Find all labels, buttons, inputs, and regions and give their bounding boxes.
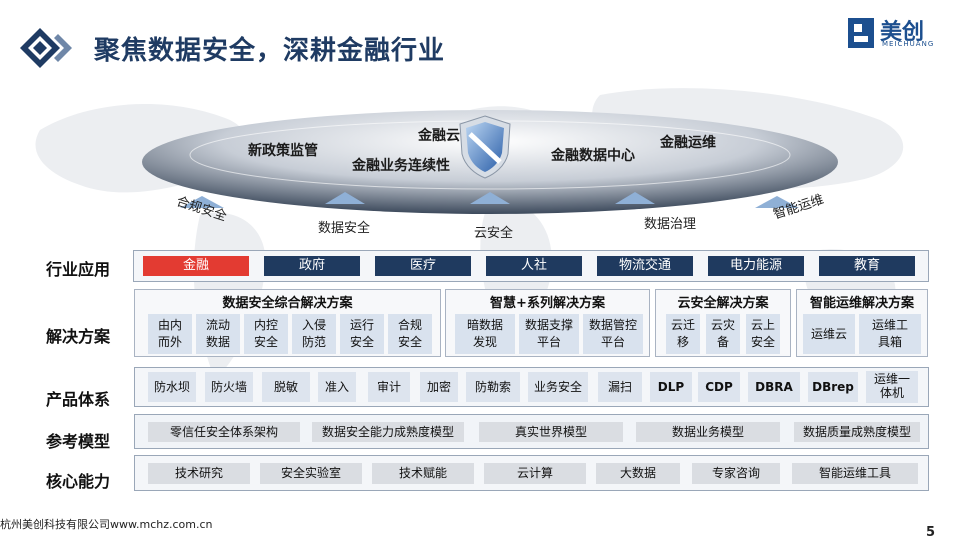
product-item[interactable]: 防水坝 — [148, 372, 196, 402]
solution-item[interactable]: 数据管控平台 — [583, 314, 643, 354]
solution-item[interactable]: 入侵防范 — [292, 314, 336, 354]
solution-group-title: 智能运维解决方案 — [809, 296, 914, 311]
industry-tag-energy[interactable]: 电力能源 — [708, 256, 804, 276]
ellipse-label-continuity: 金融业务连续性 — [352, 158, 450, 174]
solution-item[interactable]: 运行安全 — [340, 314, 384, 354]
solution-item[interactable]: 云迁移 — [666, 314, 700, 354]
row-label-industry: 行业应用 — [46, 260, 111, 279]
product-item[interactable]: 防火墙 — [205, 372, 253, 402]
shield-icon — [459, 115, 511, 179]
ellipse-label-policy: 新政策监管 — [248, 143, 318, 159]
footer-company: 杭州美创科技有限公司www.mchz.com.cn — [0, 518, 213, 531]
strategy-ellipse — [142, 110, 838, 214]
reference-item[interactable]: 数据业务模型 — [636, 422, 780, 442]
product-item[interactable]: DLP — [650, 372, 692, 402]
product-item[interactable]: 审计 — [368, 372, 410, 402]
reference-item[interactable]: 数据安全能力成熟度模型 — [312, 422, 464, 442]
product-item[interactable]: 防勒索 — [466, 372, 520, 402]
solution-item[interactable]: 数据支撑平台 — [519, 314, 579, 354]
brand-subtitle: MEICHUANG — [882, 40, 935, 48]
solution-item[interactable]: 运维云 — [803, 314, 855, 354]
ellipse-label-fincloud: 金融云 — [418, 128, 460, 144]
core-item[interactable]: 技术研究 — [148, 463, 250, 484]
product-item[interactable]: 漏扫 — [598, 372, 642, 402]
solution-group-title: 数据安全综合解决方案 — [222, 296, 353, 311]
solution-item[interactable]: 由内而外 — [148, 314, 192, 354]
product-item[interactable]: 加密 — [420, 372, 458, 402]
industry-tag-logistics[interactable]: 物流交通 — [597, 256, 693, 276]
core-item[interactable]: 智能运维工具 — [792, 463, 918, 484]
product-item[interactable]: 运维一体机 — [866, 371, 918, 403]
solution-group-smart: 智慧+系列解决方案 暗数据发现 数据支撑平台 数据管控平台 — [445, 289, 650, 357]
solution-item[interactable]: 内控安全 — [244, 314, 288, 354]
diamond-logo-icon — [20, 28, 72, 68]
page-number: 5 — [926, 525, 936, 540]
reference-item[interactable]: 真实世界模型 — [479, 422, 623, 442]
solution-item[interactable]: 运维工具箱 — [859, 314, 921, 354]
row-label-solution: 解决方案 — [46, 327, 111, 346]
arrow-label-cloudsec: 云安全 — [474, 226, 514, 241]
brand-logo: 美创 MEICHUANG — [846, 16, 946, 54]
industry-tag-finance[interactable]: 金融 — [143, 256, 249, 276]
solution-item[interactable]: 云灾备 — [706, 314, 740, 354]
industry-tag-medical[interactable]: 医疗 — [375, 256, 471, 276]
product-item[interactable]: 准入 — [318, 372, 356, 402]
brand-mark-icon — [848, 18, 874, 48]
solution-group-cloud: 云安全解决方案 云迁移 云灾备 云上安全 — [655, 289, 791, 357]
ellipse-label-ops: 金融运维 — [660, 135, 716, 151]
solution-item[interactable]: 云上安全 — [746, 314, 780, 354]
product-item[interactable]: 业务安全 — [528, 372, 588, 402]
industry-tag-government[interactable]: 政府 — [264, 256, 360, 276]
brand-name: 美创 — [880, 20, 925, 45]
industry-tag-education[interactable]: 教育 — [819, 256, 915, 276]
page-title: 聚焦数据安全，深耕金融行业 — [94, 36, 446, 66]
solution-item[interactable]: 合规安全 — [388, 314, 432, 354]
arrow-label-datasec: 数据安全 — [318, 221, 371, 236]
core-item[interactable]: 技术赋能 — [372, 463, 474, 484]
solution-item[interactable]: 暗数据发现 — [455, 314, 515, 354]
solution-group-ops: 智能运维解决方案 运维云 运维工具箱 — [796, 289, 928, 357]
solution-item[interactable]: 流动数据 — [196, 314, 240, 354]
solution-group-title: 云安全解决方案 — [677, 296, 769, 311]
solution-group-datasec: 数据安全综合解决方案 由内而外 流动数据 内控安全 入侵防范 运行安全 合规安全 — [134, 289, 441, 357]
product-item[interactable]: CDP — [698, 372, 740, 402]
core-item[interactable]: 专家咨询 — [692, 463, 780, 484]
row-label-product: 产品体系 — [46, 390, 111, 409]
row-label-core: 核心能力 — [46, 472, 111, 491]
product-item[interactable]: 脱敏 — [262, 372, 310, 402]
row-label-reference: 参考模型 — [46, 432, 111, 451]
reference-item[interactable]: 零信任安全体系架构 — [148, 422, 300, 442]
core-item[interactable]: 安全实验室 — [260, 463, 362, 484]
industry-tag-social[interactable]: 人社 — [486, 256, 582, 276]
product-item[interactable]: DBrep — [808, 372, 858, 402]
reference-item[interactable]: 数据质量成熟度模型 — [794, 422, 920, 442]
core-item[interactable]: 云计算 — [484, 463, 586, 484]
product-item[interactable]: DBRA — [748, 372, 800, 402]
arrow-label-governance: 数据治理 — [644, 217, 697, 232]
solution-group-title: 智慧+系列解决方案 — [490, 296, 605, 311]
core-item[interactable]: 大数据 — [596, 463, 680, 484]
ellipse-label-datacenter: 金融数据中心 — [551, 148, 635, 164]
